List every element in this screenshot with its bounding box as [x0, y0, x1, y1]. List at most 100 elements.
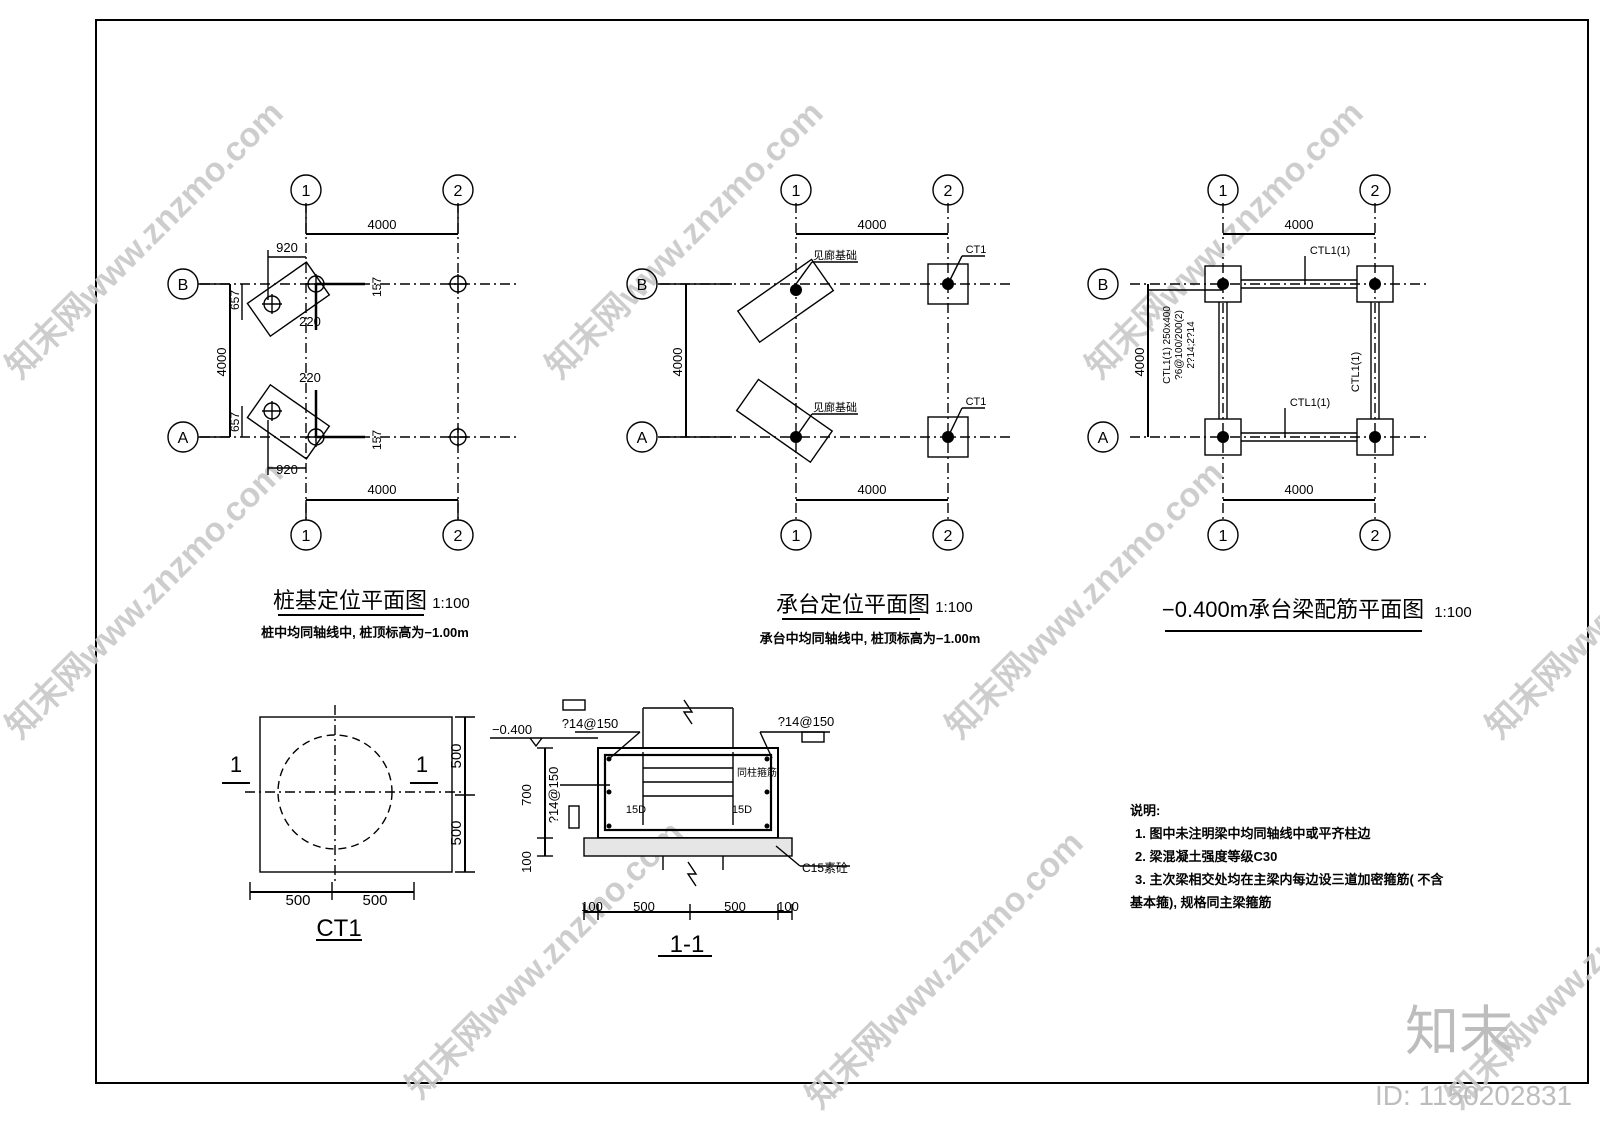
ct1-label: CT1 [966, 244, 987, 256]
axis-label: A [1098, 430, 1109, 447]
section-1-1-rebar-dots [606, 756, 770, 829]
axis-label: 2 [1371, 528, 1380, 545]
watermark-text: 知末网www.znzmo.com [399, 814, 691, 1106]
dimension-label: 4000 [214, 348, 229, 377]
dimension-label: 220 [299, 314, 321, 329]
axis-label: 2 [944, 183, 953, 200]
dimension-label: 4000 [1285, 217, 1314, 232]
anchor-label: 15D [732, 804, 752, 816]
axis-label: 1 [792, 528, 801, 545]
note-item: 基本箍), 规格同主梁箍筋 [1129, 895, 1272, 910]
ct1-label: CT1 [966, 396, 987, 408]
general-notes: 说明: 1. 图中未注明梁中均同轴线中或平齐柱边 2. 梁混凝土强度等级C30 … [1129, 803, 1444, 910]
axis-label: 2 [944, 528, 953, 545]
plan-scale: 1:100 [432, 595, 470, 612]
dimension-label: 500 [724, 899, 746, 914]
axis-label: A [178, 430, 189, 447]
dimension-label: 500 [285, 892, 310, 909]
dimension-label: 4000 [858, 482, 887, 497]
ct1-detail [222, 705, 475, 941]
plan-cap-beam-piles [1217, 278, 1381, 443]
dimension-label: 500 [633, 899, 655, 914]
axis-label: 1 [1219, 183, 1228, 200]
plan-note: 承台中均同轴线中, 桩顶标高为−1.00m [760, 631, 981, 646]
plan-scale: 1:100 [1434, 604, 1472, 621]
axis-label: 2 [454, 528, 463, 545]
beam-spec: 2?14;2?14 [1186, 321, 1197, 369]
plan-cap-positioning-piles [790, 278, 954, 443]
axis-label: 2 [1371, 183, 1380, 200]
dimension-label: 157 [370, 430, 384, 450]
section-title: 1-1 [670, 931, 705, 958]
detail-title: CT1 [316, 915, 361, 942]
anchor-label: 15D [626, 804, 646, 816]
dimension-label: 100 [777, 899, 799, 914]
dimension-label: 500 [362, 892, 387, 909]
axis-label: B [178, 277, 189, 294]
note-item: 3. 主次梁相交处均在主梁内每边设三道加密箍筋( 不含 [1135, 872, 1444, 887]
section-1-1 [490, 699, 850, 957]
plan-scale: 1:100 [935, 599, 973, 616]
plan-title: 桩基定位平面图 [273, 588, 427, 613]
plan-pile-positioning-labels: 1 2 1 2 B A 4000 4000 920 920 220 220 40… [178, 183, 470, 640]
dimension-label: 700 [519, 784, 534, 806]
plan-cap-positioning [626, 174, 1010, 551]
section-mark: 1 [416, 752, 428, 777]
section-1-1-labels: −0.400 ?14@150 ?14@150 ?14@150 同柱箍筋 15D … [492, 714, 848, 958]
corridor-label: 见廊基础 [813, 400, 857, 414]
watermark-text: 知末网www.znzmo.com [1079, 94, 1371, 386]
rebar-label: ?14@150 [778, 714, 835, 729]
dimension-label: 100 [581, 899, 603, 914]
watermark-text: 知末网www.znzmo.com [1439, 824, 1600, 1116]
section-mark: 1 [230, 752, 242, 777]
note-item: 1. 图中未注明梁中均同轴线中或平齐柱边 [1135, 826, 1371, 841]
dimension-label: 157 [370, 277, 384, 297]
dimension-label: 220 [299, 370, 321, 385]
axis-label: 1 [302, 528, 311, 545]
axis-label: B [1098, 277, 1109, 294]
beam-spec: ?6@100/200(2) [1174, 310, 1185, 380]
dimension-label: 657 [228, 412, 242, 432]
watermark-id: ID: 1150202831 [1375, 1080, 1572, 1111]
dimension-label: 4000 [368, 482, 397, 497]
dimension-label: 4000 [1132, 348, 1147, 377]
concrete-label: C15素砼 [802, 861, 848, 875]
axis-label: 1 [792, 183, 801, 200]
watermark-text: 知末网www.znzmo.com [0, 454, 291, 746]
dimension-label: 920 [276, 240, 298, 255]
rebar-label: ?14@150 [546, 767, 561, 824]
rebar-label: ?14@150 [562, 716, 619, 731]
dimension-label: 657 [228, 290, 242, 310]
corridor-label: 见廊基础 [813, 248, 857, 262]
note-item: 2. 梁混凝土强度等级C30 [1135, 849, 1277, 864]
plan-title: −0.400m承台梁配筋平面图 [1162, 597, 1424, 622]
dimension-label: 500 [448, 743, 465, 768]
plan-pile-positioning [167, 174, 520, 551]
watermark-text: 知末网www.znzmo.com [539, 94, 831, 386]
dimension-label: 4000 [1285, 482, 1314, 497]
elevation-label: −0.400 [492, 722, 532, 737]
watermark-text: 知末网www.znzmo.com [0, 94, 291, 386]
watermark-text: 知末网www.znzmo.com [1479, 454, 1600, 746]
dimension-label: 4000 [670, 348, 685, 377]
ct1-detail-labels: 1 1 500 500 500 500 CT1 [230, 743, 465, 942]
dimension-label: 100 [519, 851, 534, 873]
plan-cap-beam-labels: 1 2 1 2 B A 4000 4000 4000 CTL1(1) CTL1(… [1098, 183, 1472, 622]
plan-note: 桩中均同轴线中, 桩顶标高为−1.00m [261, 625, 469, 640]
axis-label: 1 [1219, 528, 1228, 545]
beam-label: CTL1(1) [1350, 352, 1362, 392]
axis-label: 2 [454, 183, 463, 200]
beam-label: CTL1(1) [1290, 397, 1330, 409]
dimension-label: 500 [448, 820, 465, 845]
beam-spec: CTL1(1) 250x400 [1162, 306, 1173, 384]
watermark-logo: 知末 [1405, 1002, 1513, 1062]
dimension-label: 4000 [858, 217, 887, 232]
plan-cap-positioning-labels: 1 2 1 2 B A 4000 4000 4000 见廊基础 见廊基础 CT1… [637, 183, 987, 646]
axis-label: B [637, 277, 648, 294]
plan-title: 承台定位平面图 [776, 592, 930, 617]
dimension-label: 4000 [368, 217, 397, 232]
stirrup-label: 同柱箍筋 [737, 766, 777, 779]
sheet-border [95, 19, 1589, 1084]
axis-label: 1 [302, 183, 311, 200]
